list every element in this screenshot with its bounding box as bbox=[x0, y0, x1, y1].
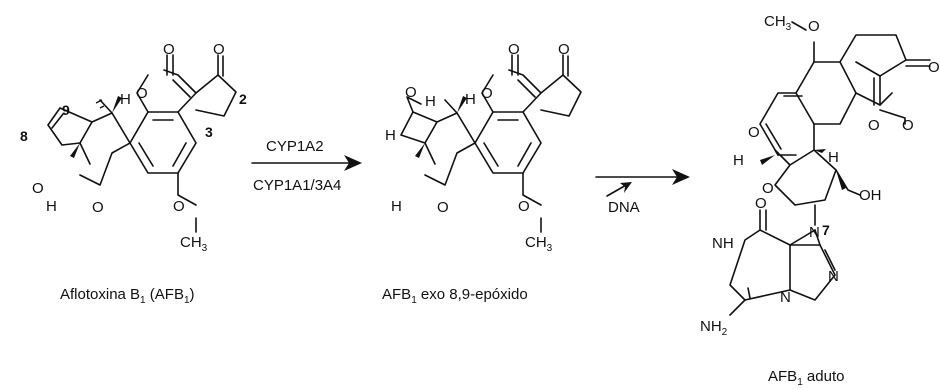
epoxide-h-6a: H bbox=[391, 198, 402, 215]
adduct-n3: N bbox=[780, 289, 791, 306]
epoxide-caption: AFB1 exo 8,9-epóxido bbox=[382, 286, 528, 306]
adduct-ketone-oxygen: O bbox=[928, 59, 940, 76]
reaction-arrow-1 bbox=[251, 155, 362, 171]
afb1-carbonyl-oxygen-2: O bbox=[213, 41, 225, 58]
afb1-furan-oxygen-2: O bbox=[92, 199, 104, 216]
epoxide-ring-oxygen: O bbox=[405, 84, 417, 101]
afb1-caption: Aflotoxina B1 (AFB1) bbox=[60, 286, 195, 306]
epoxide-lactone-oxygen: O bbox=[481, 85, 493, 102]
adduct-n7: N bbox=[809, 224, 820, 241]
afb1-h-9a: H bbox=[120, 91, 131, 108]
adduct-furan-oxygen-1: O bbox=[748, 124, 760, 141]
afb1-methoxy-oxygen: O bbox=[173, 198, 185, 215]
afb1-position-2: 2 bbox=[239, 91, 247, 107]
afb1-carbonyl-oxygen-1: O bbox=[163, 41, 175, 58]
afb1-lactone-oxygen: O bbox=[136, 85, 148, 102]
adduct-nh: NH bbox=[712, 235, 734, 252]
enzyme-cyp1a1-3a4: CYP1A1/3A4 bbox=[253, 177, 341, 194]
reagent-dna: DNA bbox=[608, 199, 640, 216]
epoxide-h-9: H bbox=[425, 93, 436, 110]
adduct-position-7: 7 bbox=[822, 222, 830, 238]
afb1-position-3: 3 bbox=[205, 124, 213, 140]
adduct-h-9a: H bbox=[828, 149, 839, 166]
adduct-methoxy-oxygen: O bbox=[808, 18, 820, 35]
afb1-methyl: CH3 bbox=[180, 234, 208, 254]
adduct-methyl: CH3 bbox=[764, 13, 792, 33]
afb1-structure: O O O H H O O O CH3 8 9 2 3 bbox=[20, 41, 247, 254]
epoxide-furan-oxygen: O bbox=[437, 199, 449, 216]
afb1-furan-oxygen-1: O bbox=[32, 180, 44, 197]
adduct-h-6a: H bbox=[733, 152, 744, 169]
adduct-caption: AFB1 aduto bbox=[768, 368, 844, 388]
epoxide-carbonyl-oxygen-2: O bbox=[558, 41, 570, 58]
epoxide-carbonyl-oxygen-1: O bbox=[508, 41, 520, 58]
afb1-h-6a: H bbox=[46, 198, 57, 215]
adduct-structure: CH3 O O O O O H H O OH O N 7 NH N N NH2 bbox=[700, 13, 940, 338]
adduct-furan-oxygen-2: O bbox=[762, 180, 774, 197]
adduct-hydroxyl: OH bbox=[859, 187, 882, 204]
epoxide-h-9a: H bbox=[465, 91, 476, 108]
adduct-lactone-oxygen: O bbox=[868, 117, 880, 134]
epoxide-methyl: CH3 bbox=[525, 234, 553, 254]
reaction-arrow-2 bbox=[595, 169, 690, 197]
epoxide-structure: O O O O H H H H O O CH3 bbox=[385, 41, 582, 254]
enzyme-cyp1a2: CYP1A2 bbox=[266, 138, 324, 155]
epoxide-h-8: H bbox=[385, 127, 396, 144]
adduct-guanine-oxygen: O bbox=[755, 195, 767, 212]
adduct-carbonyl-oxygen: O bbox=[902, 117, 914, 134]
afb1-position-8: 8 bbox=[20, 128, 28, 144]
epoxide-methoxy-oxygen: O bbox=[518, 198, 530, 215]
afb1-position-9: 9 bbox=[62, 102, 70, 118]
adduct-amine: NH2 bbox=[700, 318, 728, 338]
adduct-n9: N bbox=[828, 268, 839, 285]
